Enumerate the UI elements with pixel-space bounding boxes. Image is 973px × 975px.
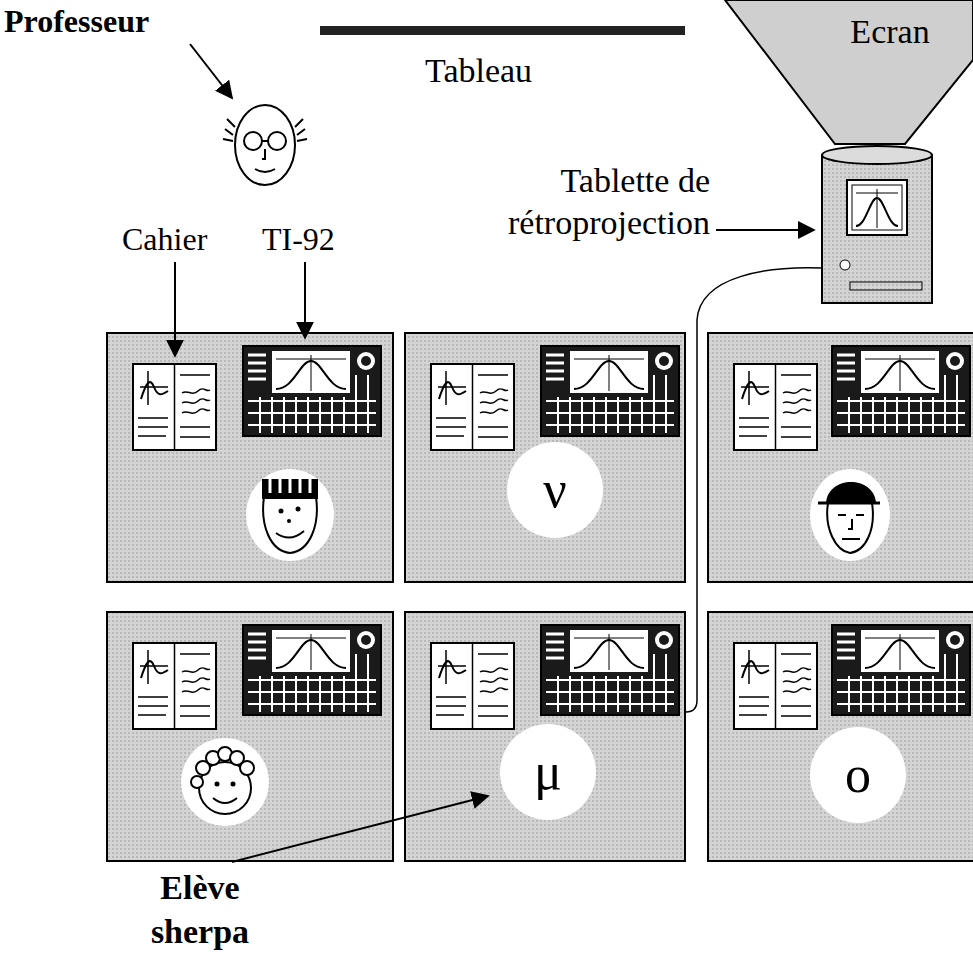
notebooks bbox=[133, 643, 216, 729]
notebooks bbox=[734, 364, 817, 450]
notebooks bbox=[133, 364, 216, 450]
leader-arrow bbox=[304, 262, 306, 338]
student-desks bbox=[708, 612, 973, 861]
blackboard-bar bbox=[320, 26, 685, 35]
student-face bbox=[240, 761, 254, 775]
caption-label: Professeur bbox=[4, 2, 149, 40]
projector-cable bbox=[686, 268, 822, 712]
student-face bbox=[810, 469, 890, 561]
label-box: Cahier bbox=[122, 220, 207, 258]
teacher-face bbox=[223, 105, 307, 185]
projector bbox=[822, 146, 932, 303]
student-face bbox=[827, 503, 873, 553]
student-face bbox=[279, 509, 284, 514]
student-face bbox=[296, 507, 301, 512]
leader-arrow bbox=[174, 262, 176, 356]
projector bbox=[822, 146, 932, 164]
student-face bbox=[213, 798, 237, 803]
caption-label: Cahier bbox=[122, 220, 207, 258]
projector-arrow bbox=[716, 229, 814, 231]
student-face bbox=[818, 502, 880, 505]
student-letter-circle: μ bbox=[500, 724, 596, 820]
teacher-face bbox=[223, 119, 307, 141]
student-desks bbox=[107, 333, 393, 582]
student-face bbox=[246, 469, 334, 561]
student-face bbox=[262, 479, 318, 499]
caption-label: Tableau bbox=[425, 50, 532, 91]
student-face bbox=[838, 515, 864, 539]
student-face bbox=[191, 747, 254, 788]
student-face bbox=[231, 782, 236, 787]
node-label: ν bbox=[543, 464, 567, 516]
student-desks bbox=[107, 333, 973, 861]
notebooks bbox=[431, 643, 514, 729]
screen-outline bbox=[725, 0, 973, 144]
student-desks bbox=[405, 333, 685, 582]
calculators bbox=[541, 346, 679, 436]
caption-label: TI-92 bbox=[262, 220, 335, 258]
caption-label: Elève sherpa bbox=[120, 866, 280, 954]
student-face bbox=[276, 531, 304, 538]
teacher-face bbox=[262, 149, 265, 159]
student-face bbox=[181, 738, 269, 826]
teacher-face bbox=[244, 132, 262, 150]
student-face bbox=[191, 776, 203, 788]
calculators bbox=[832, 346, 970, 436]
node-label: μ bbox=[534, 746, 562, 798]
notebooks bbox=[734, 643, 817, 729]
student-letter-circle: o bbox=[810, 727, 906, 823]
student-face bbox=[826, 482, 876, 503]
teacher-face bbox=[235, 105, 295, 185]
calculators bbox=[243, 625, 381, 715]
caption-label: Tablette de rétroprojection bbox=[396, 160, 710, 244]
projector bbox=[856, 189, 898, 228]
student-face bbox=[181, 738, 269, 826]
student-face bbox=[270, 479, 310, 493]
projector bbox=[847, 180, 907, 235]
label-box: Tableau bbox=[425, 50, 532, 91]
student-desks bbox=[708, 333, 973, 582]
projector bbox=[852, 185, 902, 230]
notebooks bbox=[133, 364, 817, 729]
projection-screen: Ecran bbox=[725, 0, 973, 145]
student-letter-circle: ν bbox=[507, 442, 603, 538]
projector bbox=[822, 155, 932, 303]
student-face bbox=[215, 782, 220, 787]
node-label: Ecran bbox=[850, 13, 929, 51]
notebooks bbox=[431, 364, 514, 450]
teacher-face bbox=[268, 132, 286, 150]
calculators bbox=[243, 346, 381, 436]
projector bbox=[856, 198, 898, 226]
student-face bbox=[287, 519, 291, 523]
student-face bbox=[810, 469, 890, 561]
node-label: o bbox=[845, 749, 871, 801]
teacher-face bbox=[255, 169, 275, 172]
label-box: Tablette de rétroprojection bbox=[396, 160, 710, 244]
label-box: Elève sherpa bbox=[120, 866, 280, 954]
screen-outline bbox=[725, 0, 973, 145]
projector bbox=[840, 260, 850, 270]
teacher-arrow bbox=[190, 44, 232, 98]
projector bbox=[850, 282, 922, 290]
label-box: TI-92 bbox=[262, 220, 335, 258]
calculators bbox=[541, 625, 679, 715]
calculators bbox=[243, 346, 970, 715]
label-box: Professeur bbox=[4, 2, 149, 40]
student-face bbox=[246, 469, 334, 561]
student-face bbox=[263, 497, 317, 553]
leader-arrow bbox=[232, 796, 488, 862]
calculators bbox=[832, 625, 970, 715]
student-desks bbox=[107, 612, 393, 861]
student-desks bbox=[405, 612, 685, 861]
